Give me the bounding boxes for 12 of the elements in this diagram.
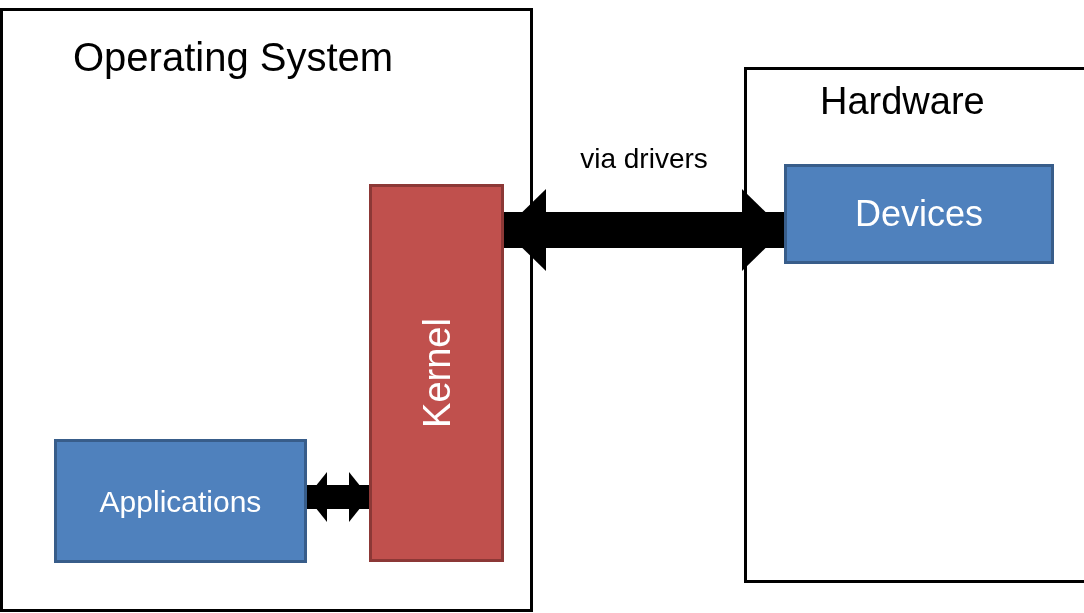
double-arrow bbox=[307, 472, 369, 522]
system-frame bbox=[744, 67, 1084, 583]
component-box bbox=[784, 164, 1054, 264]
system-frame bbox=[0, 8, 533, 612]
component-box bbox=[54, 439, 307, 563]
node-label: Kernel bbox=[414, 318, 459, 428]
frame-title: Operating System bbox=[73, 34, 394, 81]
double-arrow bbox=[504, 189, 784, 271]
frame-title: Hardware bbox=[820, 79, 985, 124]
node-label: Devices bbox=[854, 192, 983, 236]
kernel-bar bbox=[369, 184, 504, 562]
node-label: Applications bbox=[99, 483, 262, 520]
